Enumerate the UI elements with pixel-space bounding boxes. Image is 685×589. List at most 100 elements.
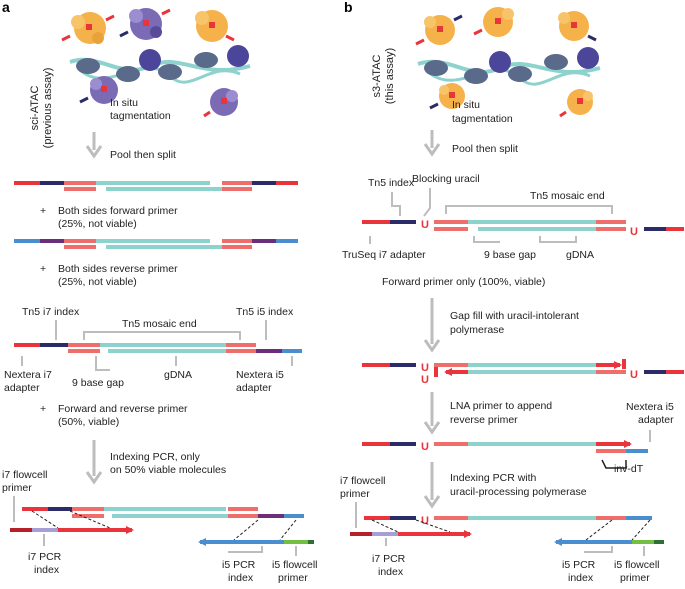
uracil-u: U xyxy=(630,226,638,238)
down-arrow-icon xyxy=(85,145,103,159)
uracil-u: U xyxy=(421,441,429,453)
label-tn5-mosaic-end-b: Tn5 mosaic end xyxy=(530,190,605,202)
label-nextera-i7-1: Nextera i7 xyxy=(4,369,52,381)
label-i5-flowcell-b-2: primer xyxy=(620,572,650,584)
step-indexing-a-2: on 50% viable molecules xyxy=(110,464,226,476)
step-tagmentation-a-2: tagmentation xyxy=(110,110,171,122)
molecule-b-lna: U xyxy=(362,440,648,453)
tn5-complex-icon xyxy=(119,8,171,40)
step-tagmentation-b-2: tagmentation xyxy=(452,113,513,125)
uracil-u: U xyxy=(421,515,429,527)
label-inv-dt: inv-dT xyxy=(614,463,644,475)
label-tn5-mosaic-end-a: Tn5 mosaic end xyxy=(122,318,197,330)
label-nextera-i5-1: Nextera i5 xyxy=(236,369,284,381)
assay-name-b: s3-ATAC xyxy=(371,54,383,97)
case3-line1: Forward and reverse primer xyxy=(58,403,188,415)
tn5-complex-icon xyxy=(473,7,514,37)
label-tn5-i5-index: Tn5 i5 index xyxy=(236,306,294,318)
tn5-complex-icon xyxy=(61,12,115,44)
step-lna-1: LNA primer to append xyxy=(450,400,552,412)
label-i7-pcr-index-b-1: i7 PCR xyxy=(372,553,406,565)
case3-line2: (50%, viable) xyxy=(58,416,119,428)
label-i7-flowcell-a-1: i7 flowcell xyxy=(2,469,48,481)
chromatin-illustration-b xyxy=(415,7,601,118)
label-gap-b: 9 base gap xyxy=(484,249,536,261)
uracil-u: U xyxy=(630,369,638,381)
label-truseq-i7: TruSeq i7 adapter xyxy=(342,249,426,261)
uracil-u: U xyxy=(421,374,429,386)
inv-dt-pointer xyxy=(601,459,627,469)
plus-sign: + xyxy=(40,403,46,415)
label-gap-a: 9 base gap xyxy=(72,377,124,389)
down-arrow-icon xyxy=(423,339,441,353)
label-nextera-i7-2: adapter xyxy=(4,382,40,394)
uracil-u: U xyxy=(421,219,429,231)
panel-b-letter: b xyxy=(344,0,353,15)
label-tn5-index: Tn5 index xyxy=(368,177,415,189)
tn5-complex-icon xyxy=(558,11,597,42)
step-tagmentation-b-1: In situ xyxy=(452,99,480,111)
tn5-complex-icon xyxy=(559,89,593,118)
label-i7-flowcell-a-2: primer xyxy=(2,482,32,494)
label-gdna-a: gDNA xyxy=(164,369,192,381)
tn5-complex-icon xyxy=(79,76,118,104)
uracil-u: U xyxy=(421,362,429,374)
assay-name-a: sci-ATAC xyxy=(29,86,41,131)
case1-line2: (25%, not viable) xyxy=(58,218,137,230)
case1-line1: Both sides forward primer xyxy=(58,205,178,217)
label-i5-flowcell-a-1: i5 flowcell xyxy=(272,559,318,571)
tn5-complex-icon xyxy=(415,14,463,46)
molecule-reverse-reverse xyxy=(14,239,298,249)
label-i5-pcr-index-b-2: index xyxy=(568,572,594,584)
label-nextera-i5-b-1: Nextera i5 xyxy=(626,401,674,413)
label-blocking-uracil: Blocking uracil xyxy=(412,173,480,185)
step-gap-fill-1: Gap fill with uracil-intolerant xyxy=(450,310,579,322)
label-tn5-i7-index: Tn5 i7 index xyxy=(22,306,80,318)
assay-note-a: (previous assay) xyxy=(42,68,54,149)
molecule-b-initial: U U xyxy=(362,219,684,238)
nucleosome-icon xyxy=(76,45,249,82)
label-gdna-b: gDNA xyxy=(566,249,594,261)
assay-note-b: (this assay) xyxy=(384,48,396,104)
down-arrow-icon xyxy=(423,495,441,509)
label-nextera-i5-b-2: adapter xyxy=(638,414,674,426)
molecule-b-gapfill: U U U xyxy=(362,359,684,386)
step-pool-split-a: Pool then split xyxy=(110,149,176,161)
step-indexing-b-1: Indexing PCR with xyxy=(450,472,537,484)
down-arrow-icon xyxy=(423,421,441,435)
pcr-molecule-b: U xyxy=(350,515,664,546)
step-indexing-a-1: Indexing PCR, only xyxy=(110,451,201,463)
tn5-complex-icon xyxy=(203,88,238,118)
step-lna-2: reverse primer xyxy=(450,414,518,426)
label-i7-pcr-index-b-2: index xyxy=(378,566,404,578)
panel-b: b xyxy=(340,0,684,584)
plus-sign: + xyxy=(40,263,46,275)
down-arrow-icon xyxy=(85,471,103,485)
step-tagmentation-a-1: In situ xyxy=(110,97,138,109)
step-gap-fill-2: polymerase xyxy=(450,324,504,336)
plus-sign: + xyxy=(40,205,46,217)
panel-a-letter: a xyxy=(2,0,10,15)
molecule-forward-reverse xyxy=(14,343,302,353)
forward-only: Forward primer only (100%, viable) xyxy=(382,276,545,288)
label-i5-flowcell-b-1: i5 flowcell xyxy=(614,559,660,571)
chromatin-illustration-a xyxy=(61,8,251,118)
molecule-forward-forward xyxy=(14,181,298,191)
tn5-complex-icon xyxy=(195,10,235,42)
label-i5-flowcell-a-2: primer xyxy=(278,572,308,584)
case2-line1: Both sides reverse primer xyxy=(58,263,178,275)
tn5-complex-icon xyxy=(429,83,465,110)
label-i5-pcr-index-a-1: i5 PCR xyxy=(222,559,256,571)
label-i7-flowcell-b-1: i7 flowcell xyxy=(340,475,386,487)
down-arrow-icon xyxy=(423,143,441,157)
pcr-molecule-a xyxy=(10,507,314,546)
step-pool-split-b: Pool then split xyxy=(452,143,518,155)
label-i5-pcr-index-a-2: index xyxy=(228,572,254,584)
label-i7-pcr-index-a-2: index xyxy=(34,564,60,576)
panel-a: a xyxy=(2,0,318,584)
label-nextera-i5-2: adapter xyxy=(236,382,272,394)
nucleosome-icon xyxy=(424,47,599,84)
label-i7-flowcell-b-2: primer xyxy=(340,488,370,500)
case2-line2: (25%, not viable) xyxy=(58,276,137,288)
